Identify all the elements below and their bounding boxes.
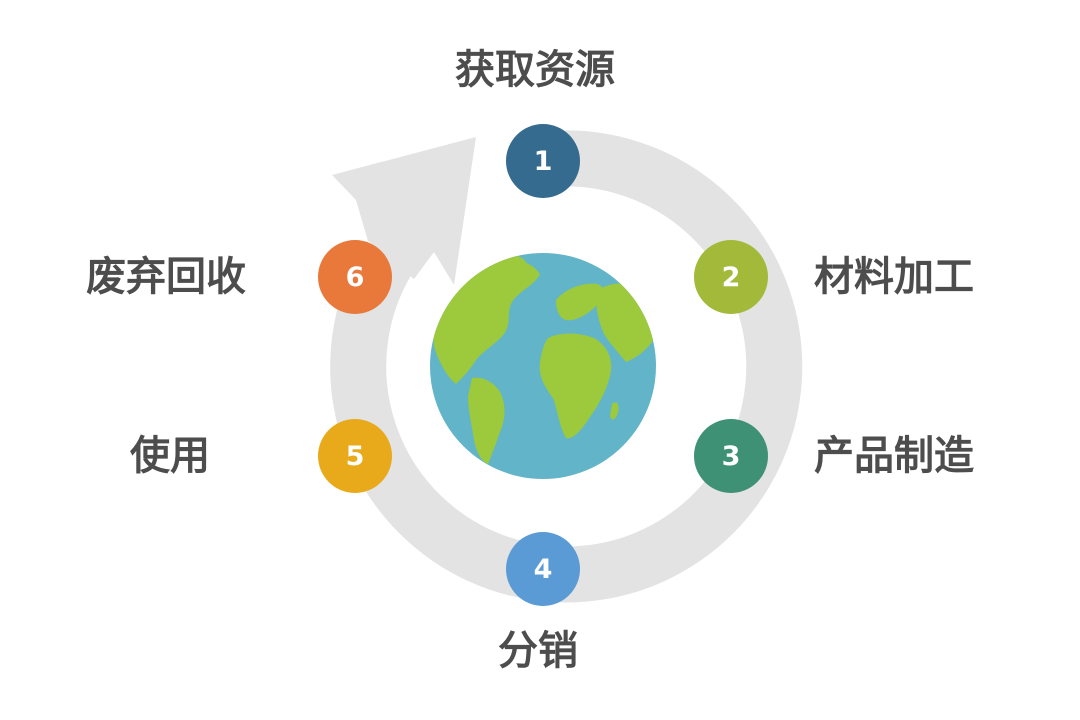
stage-node-5: 5 bbox=[318, 419, 392, 493]
stage-number-2: 2 bbox=[721, 261, 741, 293]
stage-label-3: 产品制造 bbox=[814, 433, 974, 479]
continent-europe bbox=[556, 283, 604, 321]
stage-label-6: 废弃回收 bbox=[86, 254, 246, 300]
stage-node-2: 2 bbox=[694, 240, 768, 314]
stage-number-3: 3 bbox=[721, 440, 741, 472]
continent-africa bbox=[539, 333, 612, 439]
stage-number-4: 4 bbox=[533, 553, 553, 585]
stage-label-2: 材料加工 bbox=[814, 254, 974, 300]
stage-label-4: 分销 bbox=[498, 628, 578, 674]
cycle-arrow-icon bbox=[332, 137, 476, 285]
stage-number-5: 5 bbox=[345, 440, 365, 472]
continent-north-america bbox=[432, 259, 540, 384]
stage-node-3: 3 bbox=[694, 419, 768, 493]
stage-node-4: 4 bbox=[506, 532, 580, 606]
continent-madagascar bbox=[610, 402, 619, 420]
continent-south-america bbox=[468, 377, 505, 464]
stage-label-5: 使用 bbox=[130, 433, 210, 479]
stage-number-1: 1 bbox=[533, 145, 553, 177]
globe-icon bbox=[430, 253, 656, 479]
stage-number-6: 6 bbox=[345, 261, 365, 293]
stage-label-1: 获取资源 bbox=[455, 47, 615, 93]
stage-node-1: 1 bbox=[506, 124, 580, 198]
stage-node-6: 6 bbox=[318, 240, 392, 314]
